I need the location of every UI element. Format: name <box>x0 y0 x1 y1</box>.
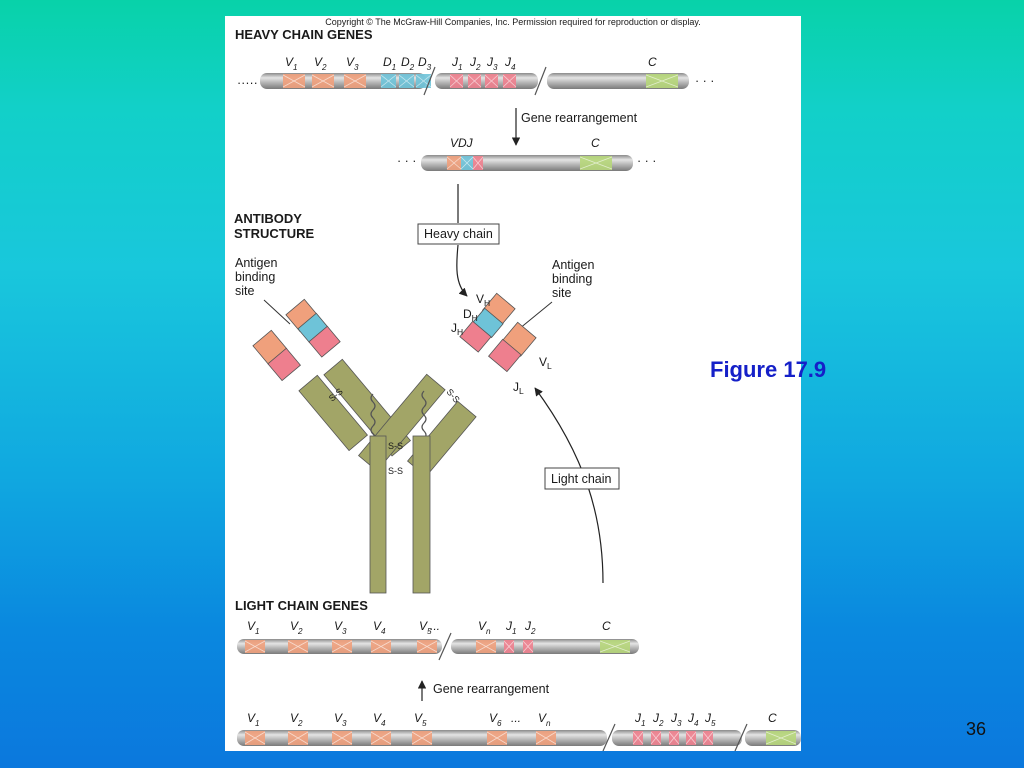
light-row2-label-c: C <box>768 711 777 725</box>
light-row2-label-j4: J4 <box>687 711 699 728</box>
light-row2-label-j5: J5 <box>704 711 716 728</box>
antigen-right-line1: Antigen <box>552 258 594 272</box>
light-row2-label-j3: J3 <box>670 711 682 728</box>
light-row2-label-v4: V4 <box>373 711 386 728</box>
light-row1-label-v5: V5 <box>419 619 432 636</box>
region-label-vl: VL <box>539 355 552 371</box>
light-row1-label-v2: V2 <box>290 619 303 636</box>
region-label-jh: JH <box>451 321 463 337</box>
heavy-gene-label-v2: V2 <box>314 55 327 72</box>
light-chain-box <box>544 467 620 490</box>
light-row1-dna <box>237 632 639 661</box>
vdj-label: VDJ <box>450 136 474 150</box>
heavy-gene-label-d3: D3 <box>418 55 432 72</box>
light-row1-label-c: C <box>602 619 611 633</box>
break-mark <box>602 723 616 751</box>
heavy-gene-label-c: C <box>648 55 657 69</box>
light-row2-dna <box>237 723 801 751</box>
heavy-chain-arrow <box>456 244 468 297</box>
light-row1-label-v1: V1 <box>247 619 260 636</box>
heavy-gene-label-d2: D2 <box>401 55 415 72</box>
break-mark <box>734 723 748 751</box>
light-row2-labels: V1 V2 V3 V4 V5 V6 Vn J1 J2 J3 J4 J5 C <box>247 711 777 728</box>
light-row2-ellipsis: ... <box>511 711 521 725</box>
light-row2-label-v2: V2 <box>290 711 303 728</box>
hinge-left <box>370 393 376 443</box>
region-label-vh: VH <box>476 292 490 308</box>
heavy-stem-left <box>369 435 387 594</box>
antigen-left-line2: binding <box>235 270 275 284</box>
light-row1-label-j1: J1 <box>505 619 517 636</box>
left-light-arm <box>252 329 368 452</box>
slide-number: 36 <box>966 719 987 739</box>
heavy-rearrangement-label: Gene rearrangement <box>521 111 638 125</box>
disulfide-stem-1: S-S <box>388 441 403 451</box>
light-chain-title: LIGHT CHAIN GENES <box>235 598 368 613</box>
light-row2-label-j2: J2 <box>652 711 664 728</box>
light-row1-rod-2 <box>451 639 639 654</box>
antibody-title-line2: STRUCTURE <box>234 226 314 241</box>
heavy-dots-left: ····· <box>237 76 258 90</box>
vdj-dots-left: · · · <box>397 154 416 168</box>
region-label-dh: DH <box>463 307 478 323</box>
heavy-stem-right <box>412 435 431 594</box>
light-chain-box-label: Light chain <box>551 472 612 486</box>
antigen-right-line2: binding <box>552 272 592 286</box>
light-row1-label-vn: Vn <box>478 619 491 636</box>
heavy-gene-label-j3: J3 <box>486 55 498 72</box>
light-row1-ellipsis: ... <box>430 619 440 633</box>
copyright-notice: Copyright © The McGraw-Hill Companies, I… <box>325 17 700 27</box>
antigen-right-line3: site <box>552 286 572 300</box>
heavy-chain-title: HEAVY CHAIN GENES <box>235 27 373 42</box>
antigen-left-line3: site <box>235 284 255 298</box>
vdj-dots-right: · · · <box>637 154 656 168</box>
figure-svg: Copyright © The McGraw-Hill Companies, I… <box>234 17 801 751</box>
light-row2-label-v5: V5 <box>414 711 427 728</box>
figure-caption: Figure 17.9 <box>710 357 827 382</box>
light-row1-labels: V1 V2 V3 V4 V5 Vn J1 J2 C <box>247 619 611 636</box>
light-row1-label-v3: V3 <box>334 619 347 636</box>
antigen-left-pointer <box>263 299 291 325</box>
break-mark <box>438 632 452 661</box>
light-rearrangement-label: Gene rearrangement <box>433 682 550 696</box>
light-row2-label-v3: V3 <box>334 711 347 728</box>
antigen-right-pointer <box>518 301 553 330</box>
rearranged-c-label: C <box>591 136 600 150</box>
light-row1-label-v4: V4 <box>373 619 386 636</box>
break-mark <box>534 66 547 96</box>
light-row1-label-j2: J2 <box>524 619 536 636</box>
light-row2-label-v1: V1 <box>247 711 260 728</box>
heavy-dots-right: · · · <box>695 74 714 88</box>
heavy-chain-box-label: Heavy chain <box>424 227 493 241</box>
heavy-gene-label-d1: D1 <box>383 55 396 72</box>
heavy-gene-label-j2: J2 <box>469 55 481 72</box>
light-row2-label-v6: V6 <box>489 711 502 728</box>
break-mark <box>423 66 436 96</box>
heavy-chain-dna: ····· · · · <box>237 66 714 96</box>
light-row2-label-j1: J1 <box>634 711 646 728</box>
disulfide-stem-2: S-S <box>388 466 403 476</box>
light-row2-label-vn: Vn <box>538 711 551 728</box>
heavy-gene-label-j4: J4 <box>504 55 516 72</box>
heavy-gene-label-v1: V1 <box>285 55 298 72</box>
heavy-chain-box <box>417 223 500 245</box>
heavy-gene-label-v3: V3 <box>346 55 359 72</box>
heavy-gene-label-j1: J1 <box>451 55 463 72</box>
region-label-jl: JL <box>513 380 524 396</box>
antibody-title-line1: ANTIBODY <box>234 211 302 226</box>
figure-panel: Copyright © The McGraw-Hill Companies, I… <box>225 16 801 751</box>
antigen-left-line1: Antigen <box>235 256 277 270</box>
